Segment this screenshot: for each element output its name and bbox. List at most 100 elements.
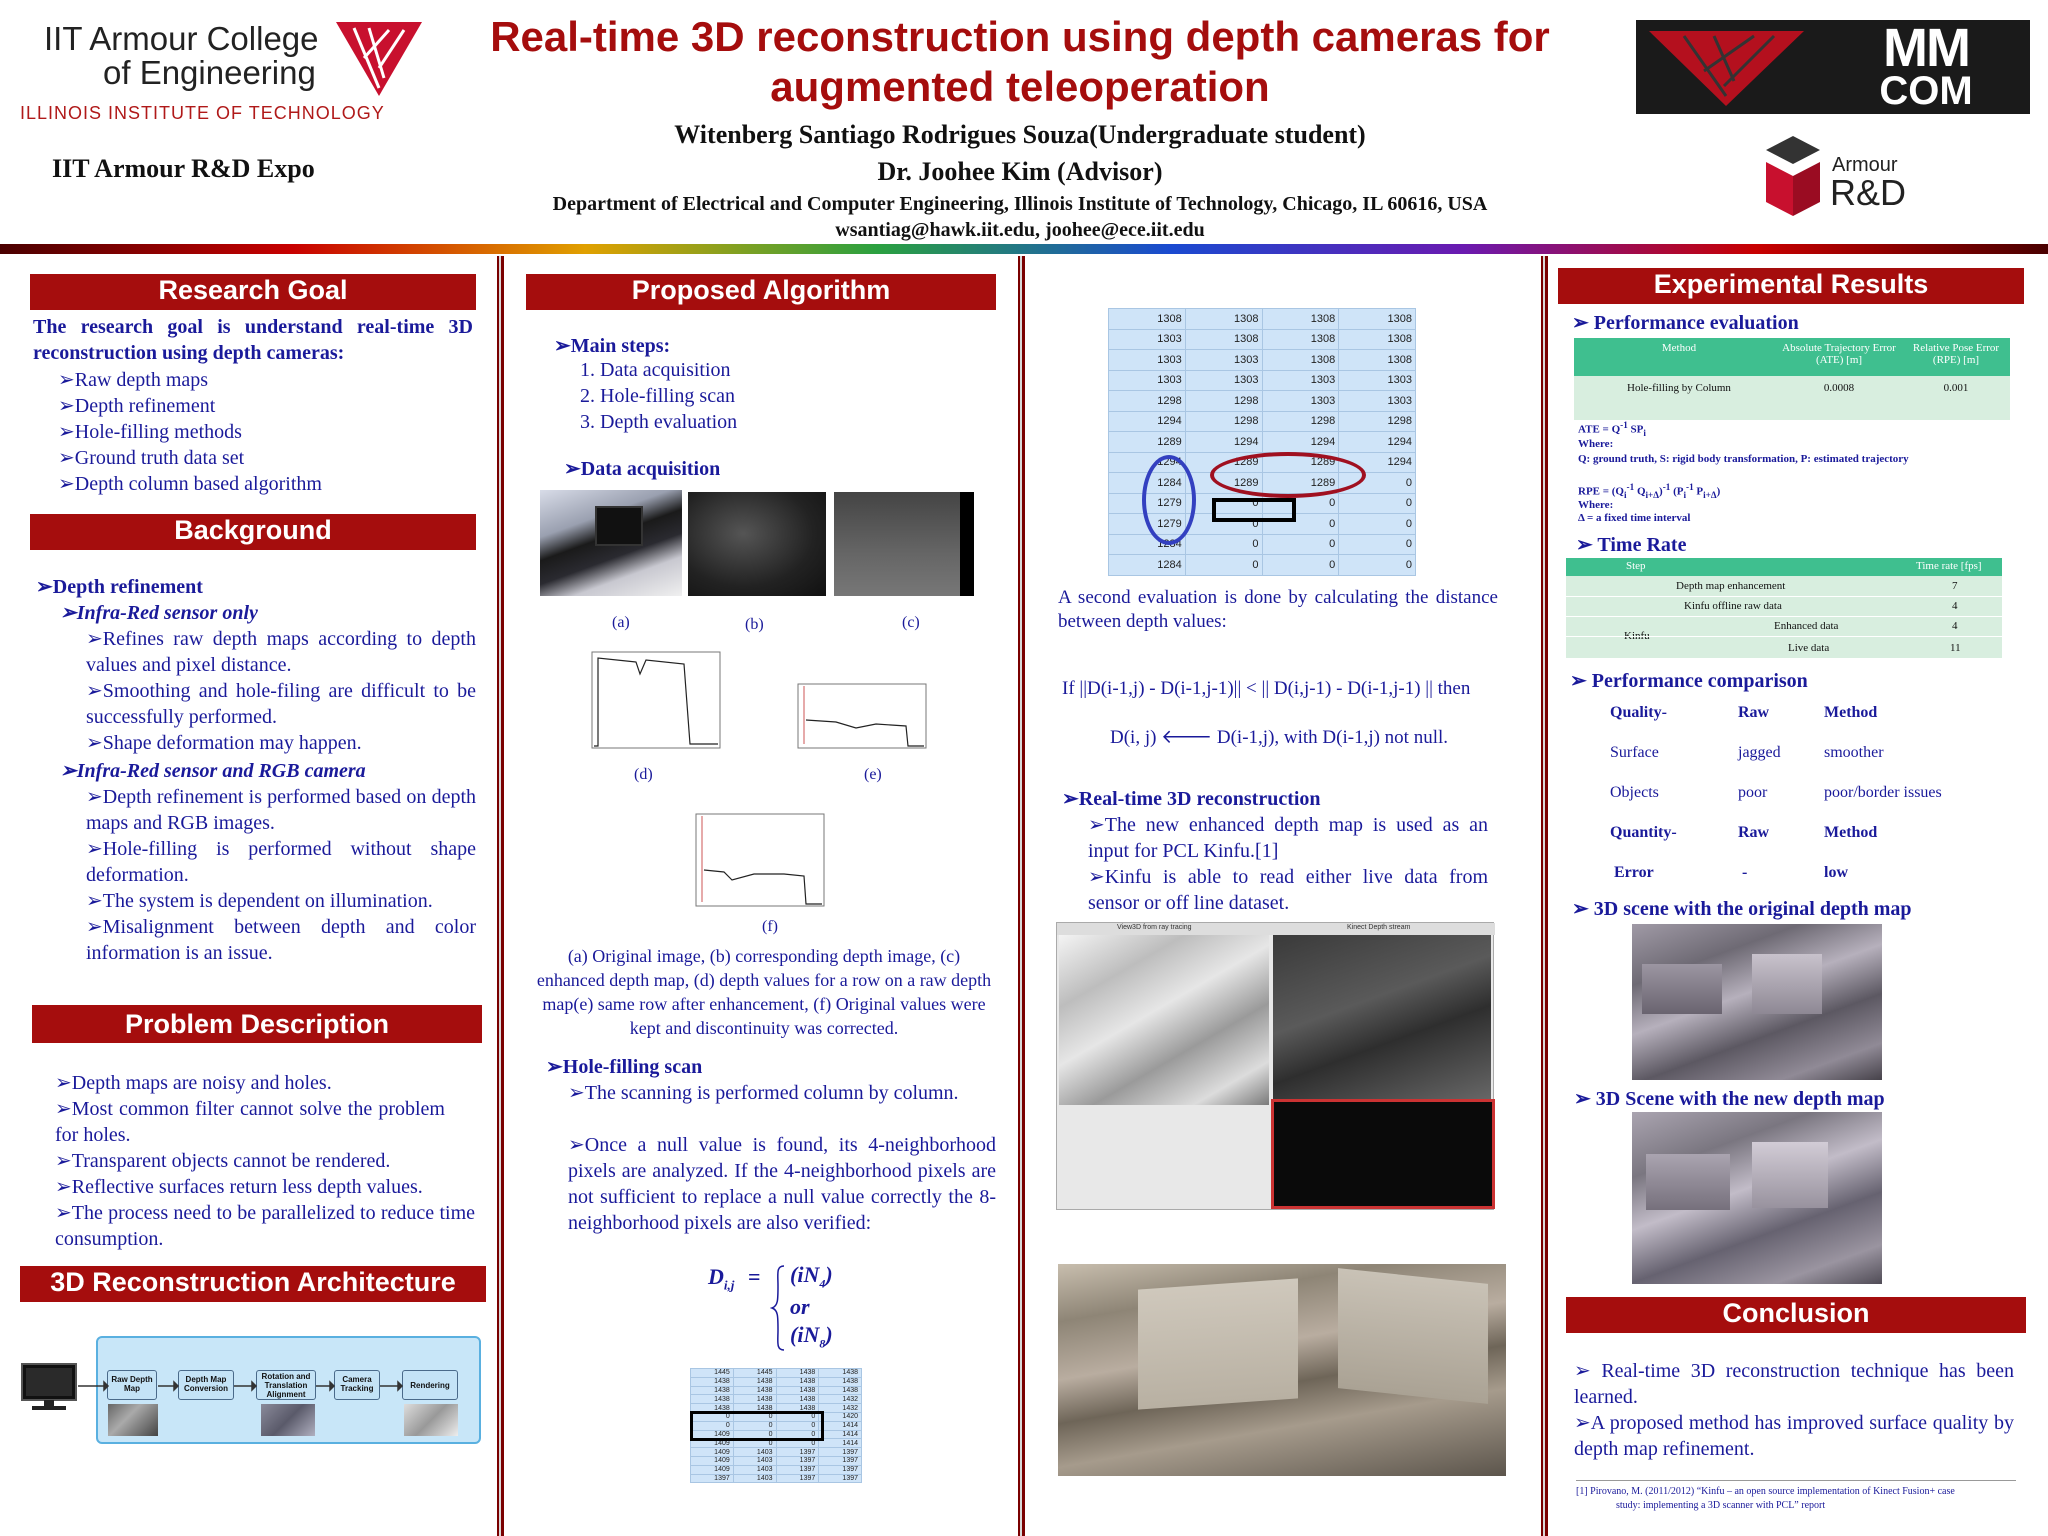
- label-d: (d): [634, 766, 653, 783]
- goal-item: ➢Ground truth data set: [58, 447, 245, 469]
- eq-or: or: [790, 1294, 810, 1319]
- label-a: (a): [612, 614, 630, 631]
- comp-cell: Raw: [1738, 824, 1770, 841]
- table-cell: 1438: [732, 1376, 777, 1387]
- table-cell: 1438: [732, 1385, 777, 1396]
- hole-p1: ➢The scanning is performed column by col…: [568, 1082, 959, 1104]
- rd-text: R&D: [1830, 172, 1907, 213]
- ate-where-text: Q: ground truth, S: rigid body transform…: [1578, 453, 1909, 465]
- label-e: (e): [864, 766, 882, 783]
- second-evaluation-text: A second evaluation is done by calculati…: [1058, 587, 1498, 632]
- t2-step: Depth map enhancement: [1676, 580, 1786, 592]
- table-cell: 1308: [1338, 308, 1416, 330]
- table-cell: 1308: [1338, 349, 1416, 371]
- t2-step: Kinfu offline raw data: [1684, 600, 1782, 612]
- time-rate-heading: ➢ Time Rate: [1576, 534, 1687, 556]
- equation: Di,j = (iN4) or (iN8): [706, 1258, 866, 1354]
- table-cell: 0: [1338, 492, 1416, 514]
- table-cell: 1303: [1108, 349, 1186, 371]
- realtime-p2: ➢Kinfu is able to read either live data …: [1088, 866, 1488, 914]
- bg-p3: ➢Shape deformation may happen.: [86, 732, 362, 754]
- label-f: (f): [762, 918, 778, 935]
- eq-brace: [770, 1265, 785, 1351]
- table-cell: 0: [1261, 554, 1340, 576]
- arch-thumb-render: [404, 1404, 458, 1436]
- logo-line2: of Engineering: [103, 54, 316, 91]
- table-cell: 0: [1261, 533, 1340, 555]
- column-divider-1: [497, 256, 504, 1536]
- highlight-ellipse-row: [1210, 452, 1366, 498]
- table-cell: 1409: [690, 1455, 734, 1466]
- table-cell: 1438: [818, 1376, 862, 1387]
- table-cell: 1298: [1108, 390, 1186, 412]
- ate-formula: ATE = Q-1 SPi: [1578, 420, 1646, 438]
- table-cell: 1294: [1108, 410, 1186, 432]
- arch-thumb-points: [261, 1404, 315, 1436]
- table-cell: 1397: [775, 1455, 820, 1466]
- table-cell: 1414: [818, 1420, 862, 1431]
- iit-logo: IIT Armour College of Engineering ILLINO…: [18, 18, 422, 128]
- goal-item: ➢Depth column based algorithm: [58, 473, 322, 495]
- background-banner: Background: [30, 514, 476, 550]
- table-cell: 1397: [818, 1447, 862, 1457]
- console-window: [1271, 1099, 1495, 1209]
- bg-p6: ➢The system is dependent on illumination…: [86, 890, 433, 912]
- table-cell: 1303: [1261, 390, 1340, 412]
- data-acquisition-heading: ➢Data acquisition: [564, 458, 721, 480]
- comp-cell: Surface: [1610, 744, 1659, 761]
- comp-cell: smoother: [1824, 744, 1884, 761]
- ate-rpe-table: Method Absolute Trajectory Error (ATE) […: [1574, 338, 2010, 420]
- mmcom-line2: COM: [1879, 69, 1973, 113]
- eq-sub: i,j: [723, 1277, 735, 1293]
- table-cell: 1397: [818, 1464, 862, 1475]
- table-cell: 1298: [1184, 410, 1263, 432]
- reconstruction-render: [1058, 1264, 1506, 1476]
- t1-h-rpe: Relative Pose Error (RPE) [m]: [1912, 342, 2000, 366]
- table-cell: 1420: [818, 1411, 862, 1422]
- arch-rendering: Rendering: [402, 1370, 458, 1400]
- eq-close1: ): [825, 1262, 833, 1287]
- table-cell: 1438: [690, 1394, 734, 1405]
- research-goal-banner: Research Goal: [30, 274, 476, 310]
- table-cell: 1397: [775, 1447, 820, 1457]
- bg-p2: ➢Smoothing and hole-filing are difficult…: [86, 680, 476, 728]
- mmcom-line1: MM: [1883, 18, 1971, 78]
- table-cell: 1308: [1184, 328, 1263, 350]
- comp-cell: low: [1824, 864, 1848, 881]
- depth-stream-view: [1273, 935, 1491, 1105]
- architecture-banner: 3D Reconstruction Architecture: [20, 1266, 486, 1302]
- table-cell: 1445: [732, 1368, 777, 1378]
- hole-p2: ➢Once a null value is found, its 4-neigh…: [568, 1134, 996, 1234]
- reference-rule: [1576, 1480, 2016, 1481]
- rainbow-rule: [0, 244, 2048, 254]
- main-steps-heading: ➢Main steps:: [554, 335, 671, 357]
- problem-p1: ➢Depth maps are noisy and holes.: [55, 1072, 332, 1094]
- logo-line3: ILLINOIS INSTITUTE OF TECHNOLOGY: [20, 103, 385, 123]
- bg-heading-ir-rgb: ➢Infra-Red sensor and RGB camera: [60, 760, 366, 782]
- kinfu-window: View3D from ray tracing Kinect Depth str…: [1056, 922, 1495, 1210]
- table-cell: 1414: [818, 1438, 862, 1449]
- comp-cell: Objects: [1610, 784, 1659, 801]
- table-cell: 1298: [1184, 390, 1263, 412]
- bg-heading-ir: ➢Infra-Red sensor only: [60, 602, 258, 624]
- table-cell: 1445: [690, 1368, 734, 1378]
- problem-p5: ➢The process need to be parallelized to …: [55, 1202, 475, 1250]
- table-cell: 1403: [732, 1447, 777, 1457]
- table-cell: 1438: [775, 1394, 820, 1405]
- armour-cube-icon: [1766, 136, 1820, 216]
- table-cell: 1432: [818, 1403, 862, 1413]
- step-item: 3. Depth evaluation: [580, 411, 738, 433]
- window2-title: Kinect Depth stream: [1347, 924, 1411, 931]
- table-cell: 1308: [1108, 308, 1186, 330]
- hole-filling-heading: ➢Hole-filling scan: [546, 1056, 703, 1078]
- step-item: 2. Hole-filling scan: [580, 385, 735, 407]
